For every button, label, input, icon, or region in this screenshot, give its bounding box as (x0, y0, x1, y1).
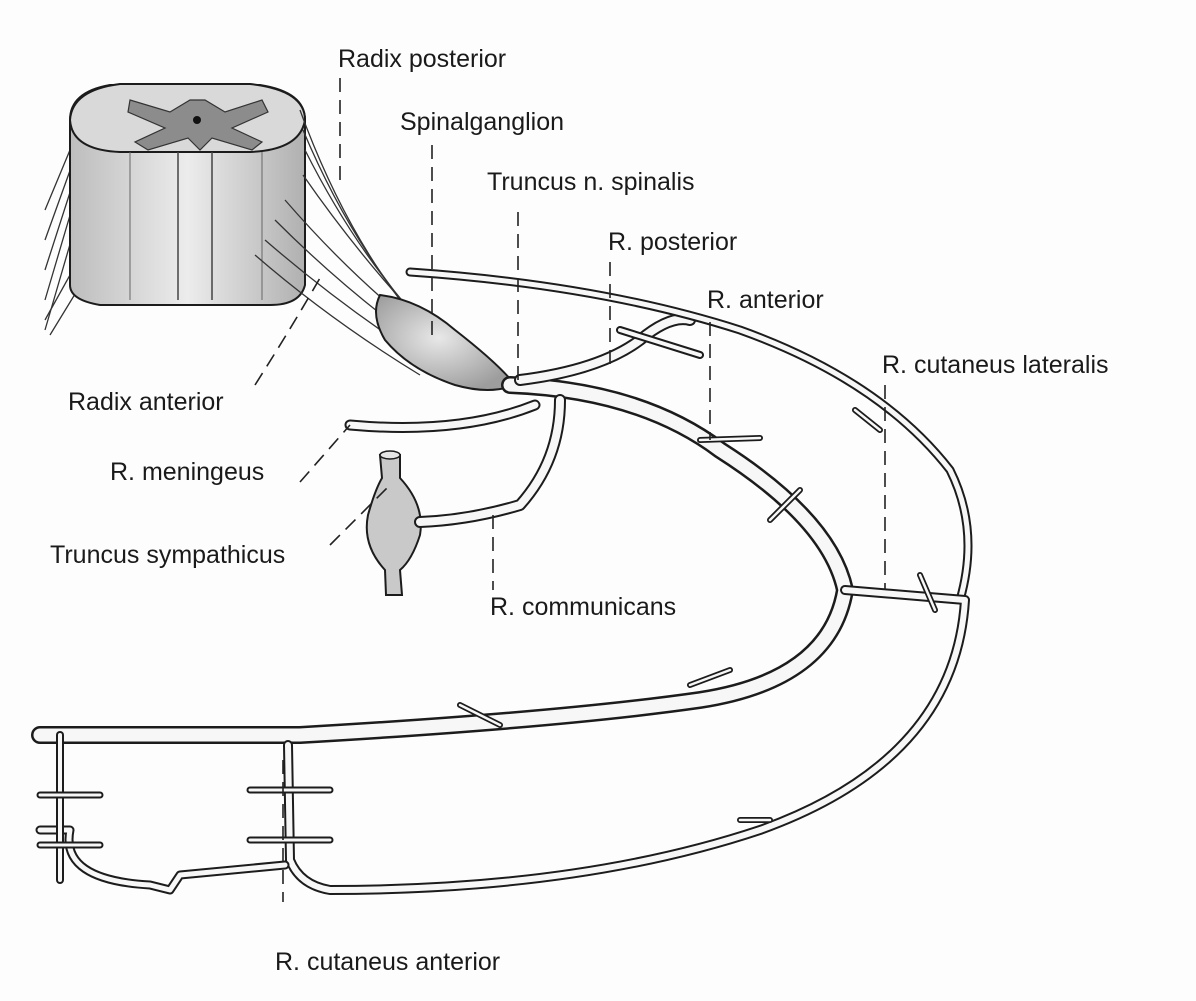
label-truncus-sympathicus: Truncus sympathicus (50, 541, 286, 569)
label-radix-posterior: Radix posterior (338, 45, 507, 73)
leader-lines (254, 78, 886, 902)
spinal-ganglion (375, 293, 517, 391)
spinal-cord (44, 83, 426, 376)
label-r-communicans: R. communicans (490, 593, 677, 621)
label-r-meningeus: R. meningeus (110, 458, 265, 486)
sympathetic-trunk (365, 450, 422, 596)
label-r-posterior: R. posterior (608, 228, 738, 256)
label-r-cutaneus-anterior: R. cutaneus anterior (275, 948, 501, 976)
label-r-anterior: R. anterior (707, 286, 824, 314)
label-spinalganglion: Spinalganglion (400, 108, 565, 136)
nerve-paths (31, 267, 973, 895)
label-truncus-n-spinalis: Truncus n. spinalis (487, 168, 695, 196)
label-r-cutaneus-lateralis: R. cutaneus lateralis (882, 351, 1109, 379)
label-radix-anterior: Radix anterior (68, 388, 224, 416)
